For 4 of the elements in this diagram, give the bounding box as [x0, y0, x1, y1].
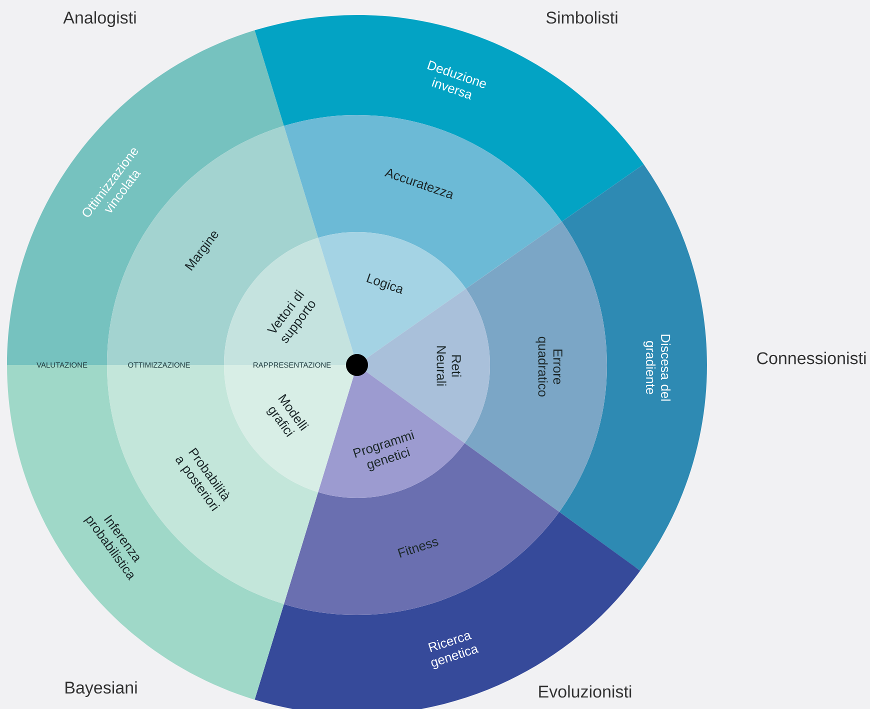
tribe-label: Evoluzionisti — [539, 685, 632, 698]
tribe-label: Connessionisti — [757, 352, 866, 364]
ring-segment: Errore quadratico — [464, 222, 607, 512]
tribe-label: Bayesiani — [66, 681, 137, 698]
